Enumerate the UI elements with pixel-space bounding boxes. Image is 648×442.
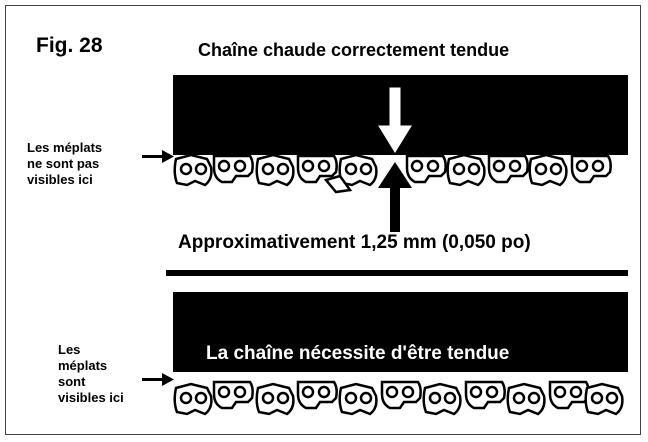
- guide-bar-bottom: [173, 292, 628, 372]
- top-side-note-line: Les méplats: [27, 140, 103, 155]
- bottom-panel-title: La chaîne nécessite d'être tendue: [206, 343, 510, 364]
- top-panel-title: Chaîne chaude correctement tendue: [198, 40, 510, 60]
- bottom-side-note-line: visibles ici: [58, 390, 124, 405]
- top-side-note-line: visibles ici: [27, 172, 93, 187]
- bottom-side-note: Les méplats sont visibles ici: [58, 342, 124, 406]
- down-arrow-icon: [378, 87, 412, 153]
- top-side-note-line: ne sont pas: [27, 156, 100, 171]
- pointer-arrow-top-icon: [142, 150, 174, 163]
- pointer-arrow-bottom-icon: [142, 373, 174, 386]
- up-arrow-icon: [378, 162, 412, 232]
- drive-tooth: [323, 174, 353, 194]
- chain-bottom: [173, 380, 624, 416]
- figure-label: Fig. 28: [36, 34, 103, 57]
- measurement-label: Approximativement 1,25 mm (0,050 po): [178, 232, 531, 253]
- divider: [166, 270, 628, 276]
- bottom-side-note-line: sont: [58, 374, 86, 389]
- top-side-note: Les méplats ne sont pas visibles ici: [27, 140, 102, 188]
- bottom-side-note-line: Les: [58, 342, 81, 357]
- bottom-side-note-line: méplats: [58, 358, 108, 373]
